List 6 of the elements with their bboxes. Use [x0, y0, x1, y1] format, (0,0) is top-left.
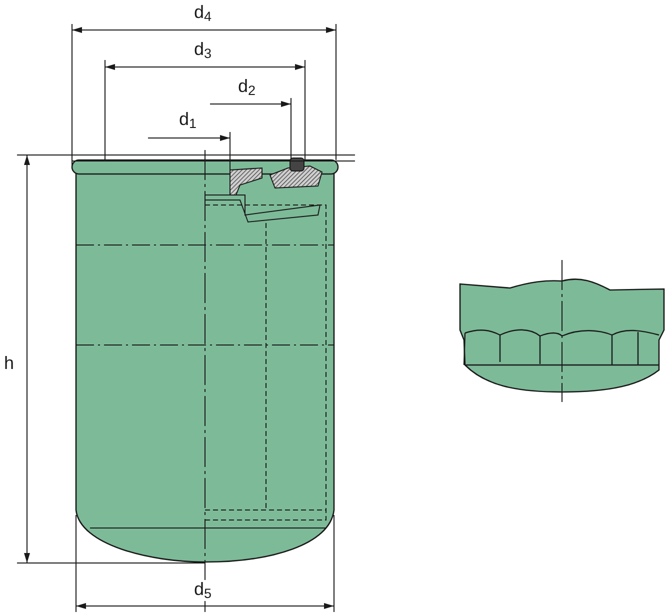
dimension-label: d$_{2}$ [237, 77, 257, 95]
dimension-label: d$_{1}$ [178, 110, 198, 128]
dimension-label: h [3, 354, 16, 372]
dimension-label: d$_{4}$ [193, 3, 213, 21]
dimension-label: d$_{5}$ [193, 580, 213, 598]
dimension-label: d$_{3}$ [193, 40, 213, 58]
